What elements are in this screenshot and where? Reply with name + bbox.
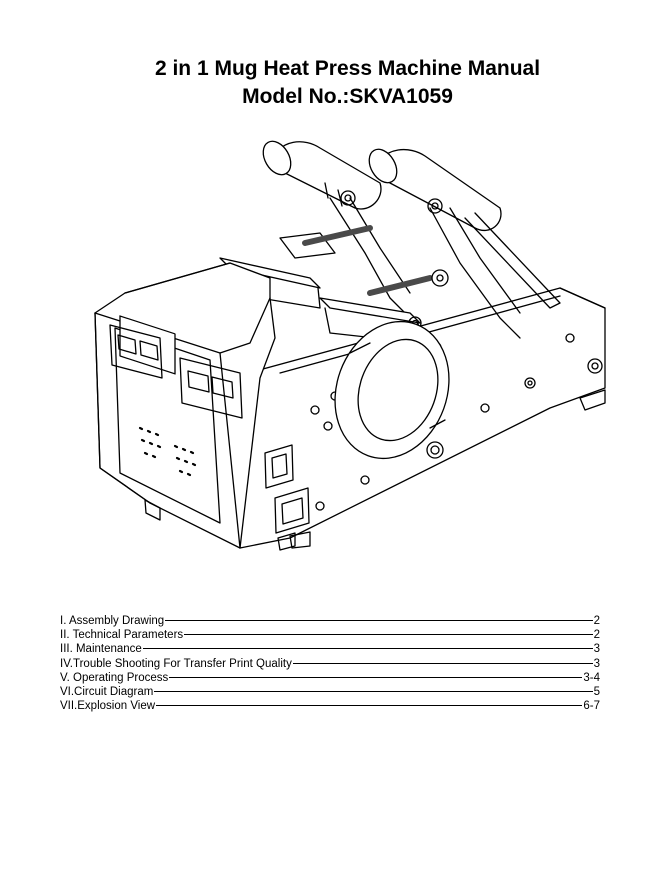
handle-rollers	[262, 140, 561, 339]
machine-illustration	[94, 140, 606, 551]
toc-leader	[184, 634, 593, 636]
toc-row[interactable]: V. Operating Process 3-4	[60, 671, 600, 685]
toc-label: I. Assembly Drawing	[60, 615, 165, 627]
toc-page-number: 5	[593, 685, 600, 698]
toc-label: II. Technical Parameters	[60, 629, 184, 642]
toc-row[interactable]: VI.Circuit Diagram 5	[60, 685, 600, 699]
toc-leader	[169, 676, 583, 678]
power-switch-socket	[264, 444, 310, 551]
toc-page-number: 6-7	[583, 700, 600, 713]
toc-page-number: 2	[593, 629, 600, 642]
document-title: 2 in 1 Mug Heat Press Machine Manual	[154, 57, 541, 80]
toc-label: VII.Explosion View	[60, 700, 156, 713]
toc-page-number: 3	[593, 657, 600, 670]
toc-label: VI.Circuit Diagram	[60, 685, 154, 698]
table-of-contents: I. Assembly Drawing 2 II. Technical Para…	[60, 614, 600, 713]
toc-page-number: 2	[593, 615, 600, 627]
toc-page-number: 3	[593, 643, 600, 656]
mug-heater-ring	[334, 320, 450, 460]
vent-holes	[138, 426, 197, 477]
toc-row[interactable]: III. Maintenance 3	[60, 642, 600, 656]
toc-leader	[142, 648, 593, 650]
press-clamps	[219, 225, 449, 375]
toc-label: III. Maintenance	[60, 643, 142, 656]
model-number: Model No.:SKVA1059	[242, 85, 453, 108]
toc-leader	[154, 690, 593, 692]
control-box	[94, 262, 276, 549]
toc-leader	[156, 705, 583, 707]
toc-row[interactable]: I. Assembly Drawing 2	[60, 614, 600, 628]
toc-label: V. Operating Process	[60, 671, 169, 684]
toc-leader	[165, 620, 593, 621]
toc-leader	[292, 662, 593, 664]
toc-row[interactable]: IV.Trouble Shooting For Transfer Print Q…	[60, 657, 600, 671]
toc-page-number: 3-4	[583, 671, 600, 684]
toc-row[interactable]: II. Technical Parameters 2	[60, 628, 600, 642]
toc-row[interactable]: VII.Explosion View 6-7	[60, 699, 600, 713]
toc-label: IV.Trouble Shooting For Transfer Print Q…	[60, 657, 292, 670]
